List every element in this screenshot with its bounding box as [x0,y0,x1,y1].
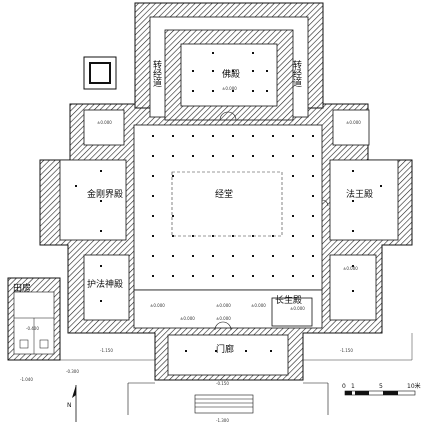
interior-spaces [59,16,399,376]
doors [214,111,329,331]
label-vajradhatu-hall: 金刚界殿 [87,188,123,200]
label-protector-hall: 护法神殿 [87,278,123,290]
scale-bar: 0 1 5 10米 [342,382,421,396]
elev-porch-right: ±0.000 [290,306,305,311]
elev-right-corridor: ±0.000 [251,303,266,308]
label-dharma-king-hall: 法王殿 [346,188,373,200]
label-circumambulation-right: 转经道 [291,59,302,88]
elev-mid-left: ±0.000 [216,303,231,308]
elev-lower-right-room: ±0.000 [343,266,358,271]
front-stairs [127,382,329,415]
elev-left-corridor: ±0.000 [150,303,165,308]
elev-courtyard-right: -1.150 [340,348,353,353]
annex-field-room [7,277,61,361]
scale-tick-5: 5 [379,383,383,390]
side-hall-columns [75,170,382,352]
elev-stairs: -1.300 [216,418,229,423]
room-labels: 佛殿 转经道 转经道 经堂 金刚界殿 法王殿 护法神殿 长生殿 门廊 田房 [13,59,373,355]
elev-annex: -0.400 [26,326,39,331]
label-buddha-hall: 佛殿 [222,68,240,80]
buddha-hall-columns [192,52,268,92]
scale-tick-10: 10米 [407,382,421,390]
detached-pavilion [83,56,117,90]
courtyard-lines [55,333,413,361]
elev-mid-right: ±0.000 [216,316,231,321]
scale-tick-1: 1 [351,383,355,390]
elev-gate: -0.150 [216,381,229,386]
elev-buddha-hall: ±0.000 [222,86,237,91]
elevation-marks: ±0.000 ±0.000 ±0.000 ±0.000 ±0.000 ±0.00… [20,86,361,423]
elev-upper-right-room: ±0.000 [346,120,361,125]
label-field-room: 田房 [13,282,31,294]
label-circumambulation-left: 转经道 [151,59,162,88]
north-label: N [67,402,72,409]
label-gate-porch: 门廊 [216,343,234,355]
elev-annex-bottom: -1.040 [20,377,33,382]
scale-tick-0: 0 [342,383,346,390]
elev-courtyard-left: -1.150 [100,348,113,353]
label-sutra-hall: 经堂 [215,188,233,200]
elev-upper-left-room: ±0.000 [97,120,112,125]
elev-porch-left: ±0.000 [180,316,195,321]
label-longevity-hall: 长生殿 [275,294,302,306]
elev-front: -0.300 [66,369,79,374]
north-arrow-icon: N [67,385,77,422]
sutra-hall-center-outline [171,171,283,237]
